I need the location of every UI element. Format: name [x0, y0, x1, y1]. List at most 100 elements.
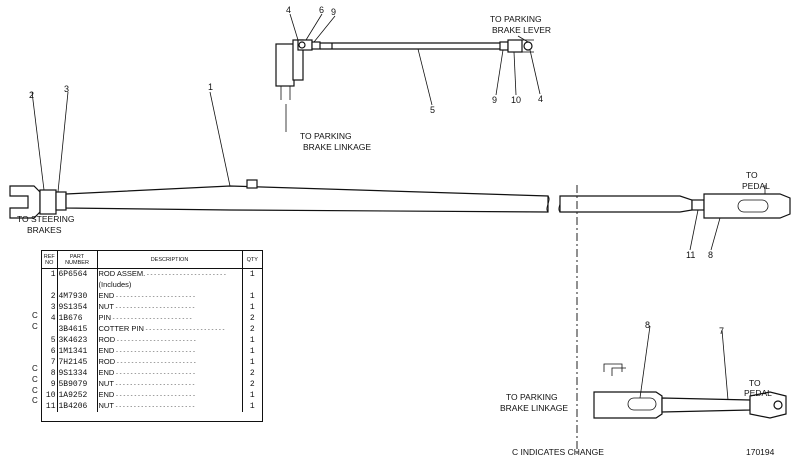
change-marker: C [32, 396, 38, 406]
nut-9-top-right [499, 41, 509, 51]
label-to-parking-brake-linkage-b2: BRAKE LINKAGE [500, 403, 568, 413]
nut-3 [55, 191, 67, 211]
reference-numbers: 4 6 9 5 9 10 4 1 2 3 11 8 8 7 [29, 5, 724, 336]
change-marker: C [32, 322, 38, 331]
description-cell: NUT [97, 401, 243, 412]
qty-cell: 1 [249, 302, 255, 312]
ref-cell: 7 [42, 357, 58, 368]
part-number-cell: 7H2145 [57, 357, 98, 368]
qty-cell [242, 280, 262, 291]
change-marker: C [32, 385, 38, 395]
qty-cell: 2 [249, 313, 255, 323]
ref-cell: 3 [42, 302, 58, 313]
part-number-cell: 9S1354 [57, 302, 98, 313]
ref-cell: 9 [42, 379, 58, 390]
end-8-right [703, 193, 791, 219]
part-number-cell: 4M7930 [57, 291, 98, 302]
brake-bracket [275, 43, 295, 87]
ref-cell: 6 [42, 346, 58, 357]
label-to-parking-brake-linkage-2: BRAKE LINKAGE [303, 142, 371, 152]
ref-cell: 10 [42, 390, 58, 401]
label-to-steering-brakes-1: TO STEERING [17, 214, 74, 224]
header-part-number: PART NUMBER [57, 251, 98, 269]
part-number-cell: 5B9079 [57, 379, 98, 390]
ref-7-bottom: 7 [719, 326, 724, 336]
description-cell: END [97, 368, 243, 379]
ref-3-main: 3 [64, 84, 69, 94]
ref-9-top-right: 9 [492, 95, 497, 105]
table-row: 24M7930END1 [42, 291, 262, 302]
pin-bottom-right [773, 400, 783, 410]
ref-1-main: 1 [208, 82, 213, 92]
ref-8-right: 8 [708, 250, 713, 260]
part-number-cell: 1A9252 [57, 390, 98, 401]
ref-6-top: 6 [319, 5, 324, 15]
clevis-body [39, 189, 57, 215]
header-description: DESCRIPTION [97, 251, 243, 269]
table-row: (Includes) [42, 280, 262, 291]
table-row: 41B676PIN2 [42, 313, 262, 324]
part-number-cell: 1M1341 [57, 346, 98, 357]
pin-4-top-right [523, 41, 533, 51]
end-10 [507, 39, 523, 53]
header-ref-no: REF NO [42, 251, 58, 269]
ref-cell: 2 [42, 291, 58, 302]
callout-labels: TO PARKING BRAKE LEVER TO PARKING BRAKE … [17, 14, 775, 457]
qty-cell: 1 [249, 291, 255, 301]
ref-cell: 1 [42, 268, 58, 280]
qty-cell: 2 [249, 368, 255, 378]
part-number-cell [57, 280, 98, 291]
top-linkage-assembly [275, 13, 541, 132]
description-cell: ROD [97, 335, 243, 346]
ref-10-top: 10 [511, 95, 521, 105]
label-to-steering-brakes-2: BRAKES [27, 225, 62, 235]
ref-5-top: 5 [430, 105, 435, 115]
description-cell: NUT [97, 379, 243, 390]
part-number-cell: 1B4206 [57, 401, 98, 412]
ref-2-main: 2 [29, 90, 34, 100]
label-to-parking-brake-linkage-b1: TO PARKING [506, 392, 558, 402]
ref-8-bottom: 8 [645, 320, 650, 330]
label-to-pedal-bottom-1: TO [749, 378, 761, 388]
nut-11 [691, 199, 705, 211]
main-rod-assembly [9, 91, 791, 251]
ref-4-top-right: 4 [538, 94, 543, 104]
label-to-parking-brake-linkage-1: TO PARKING [300, 131, 352, 141]
rod-right-segment [559, 195, 693, 213]
rod-7-end [749, 391, 787, 419]
ref-cell [42, 324, 58, 335]
change-note: C INDICATES CHANGE [512, 447, 604, 457]
description-cell: END [97, 346, 243, 357]
qty-cell: 1 [249, 269, 255, 279]
pedal-rod-assembly [593, 325, 787, 419]
table-row: 39S1354NUT1 [42, 302, 262, 313]
qty-cell: 1 [249, 401, 255, 411]
nut-9-top-left [311, 41, 321, 50]
label-to-pedal-top-1: TO [746, 170, 758, 180]
description-cell: ROD ASSEM. [97, 268, 243, 280]
table-row: 89S1334END2 [42, 368, 262, 379]
ref-cell: 4 [42, 313, 58, 324]
ref-cell: 5 [42, 335, 58, 346]
qty-cell: 2 [249, 324, 255, 334]
label-to-pedal-top-2: PEDAL [742, 181, 770, 191]
label-to-parking-brake-lever-2: BRAKE LEVER [492, 25, 551, 35]
rod-7 [661, 397, 751, 413]
description-cell: COTTER PIN [97, 324, 243, 335]
ref-cell [42, 280, 58, 291]
description-cell: END [97, 390, 243, 401]
ref-11-right: 11 [686, 250, 695, 260]
rod-assem-1 [65, 185, 549, 213]
qty-cell: 1 [249, 346, 255, 356]
description-cell: ROD [97, 357, 243, 368]
label-to-parking-brake-lever-1: TO PARKING [490, 14, 542, 24]
change-marker: C [32, 375, 38, 384]
qty-cell: 1 [249, 390, 255, 400]
illustration-number: 170194 [746, 447, 775, 457]
